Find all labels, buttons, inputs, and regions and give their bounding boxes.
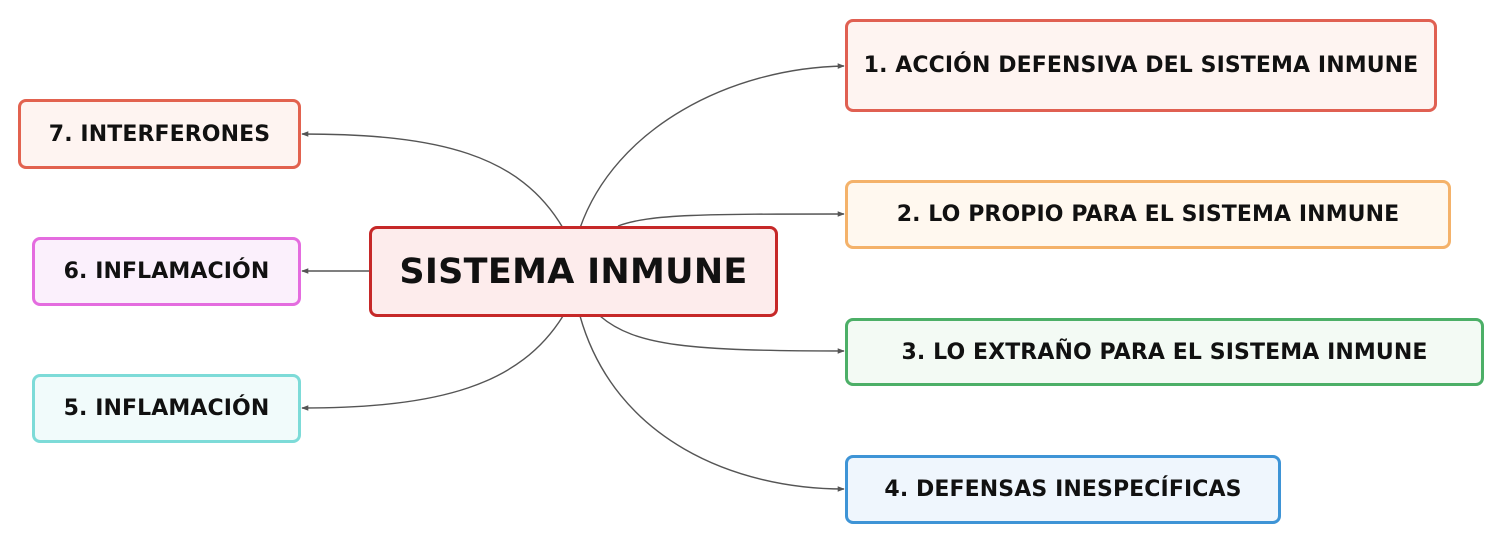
- topic-label-1: 1. ACCIÓN DEFENSIVA DEL SISTEMA INMUNE: [863, 53, 1419, 78]
- connector-center-to-1: [579, 63, 845, 229]
- topic-node-3[interactable]: 3. LO EXTRAÑO PARA EL SISTEMA INMUNE: [845, 318, 1484, 386]
- topic-node-4[interactable]: 4. DEFENSAS INESPECÍFICAS: [845, 455, 1281, 524]
- connector-center-to-5: [301, 315, 564, 411]
- topic-label-4: 4. DEFENSAS INESPECÍFICAS: [884, 477, 1242, 502]
- topic-node-1[interactable]: 1. ACCIÓN DEFENSIVA DEL SISTEMA INMUNE: [845, 19, 1437, 112]
- topic-label-5: 5. INFLAMACIÓN: [63, 396, 270, 421]
- topic-node-5[interactable]: 5. INFLAMACIÓN: [32, 374, 301, 443]
- topic-node-7[interactable]: 7. INTERFERONES: [18, 99, 301, 169]
- topic-label-2: 2. LO PROPIO PARA EL SISTEMA INMUNE: [896, 202, 1400, 227]
- topic-label-6: 6. INFLAMACIÓN: [63, 259, 270, 284]
- connector-center-to-2: [617, 211, 845, 227]
- connector-center-to-3: [599, 315, 845, 354]
- central-topic-label: SISTEMA INMUNE: [399, 251, 748, 292]
- topic-node-6[interactable]: 6. INFLAMACIÓN: [32, 237, 301, 306]
- topic-label-3: 3. LO EXTRAÑO PARA EL SISTEMA INMUNE: [901, 339, 1428, 365]
- topic-label-7: 7. INTERFERONES: [48, 121, 271, 147]
- central-topic-node[interactable]: SISTEMA INMUNE: [369, 226, 778, 317]
- connector-center-to-7: [301, 131, 564, 229]
- topic-node-2[interactable]: 2. LO PROPIO PARA EL SISTEMA INMUNE: [845, 180, 1451, 249]
- connector-center-to-4: [579, 315, 845, 492]
